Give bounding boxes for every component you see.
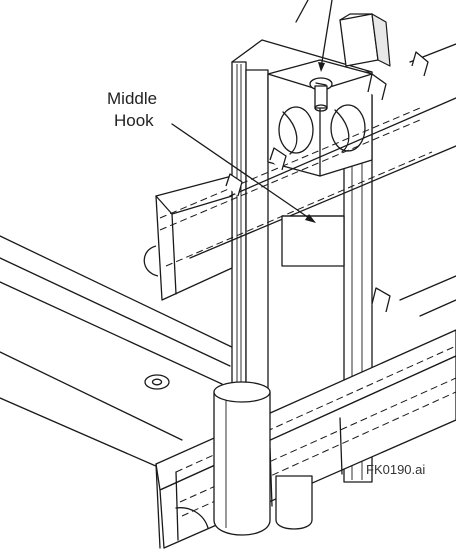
top-cap	[339, 13, 391, 67]
plate-screw-icon	[144, 374, 170, 390]
bottom-cylinder	[213, 381, 313, 536]
label-hook-line2: Hook	[114, 111, 154, 130]
middle-hook-rail	[143, 43, 456, 301]
slider-housing	[267, 59, 373, 177]
middle-hook-leader	[171, 123, 316, 223]
base-plate	[0, 235, 239, 471]
top-screw-icon	[309, 77, 333, 112]
callout-leader-top	[295, 0, 333, 72]
label-middle-line1: Middle	[107, 89, 158, 108]
file-id-label: FK0190.ai	[366, 462, 426, 477]
